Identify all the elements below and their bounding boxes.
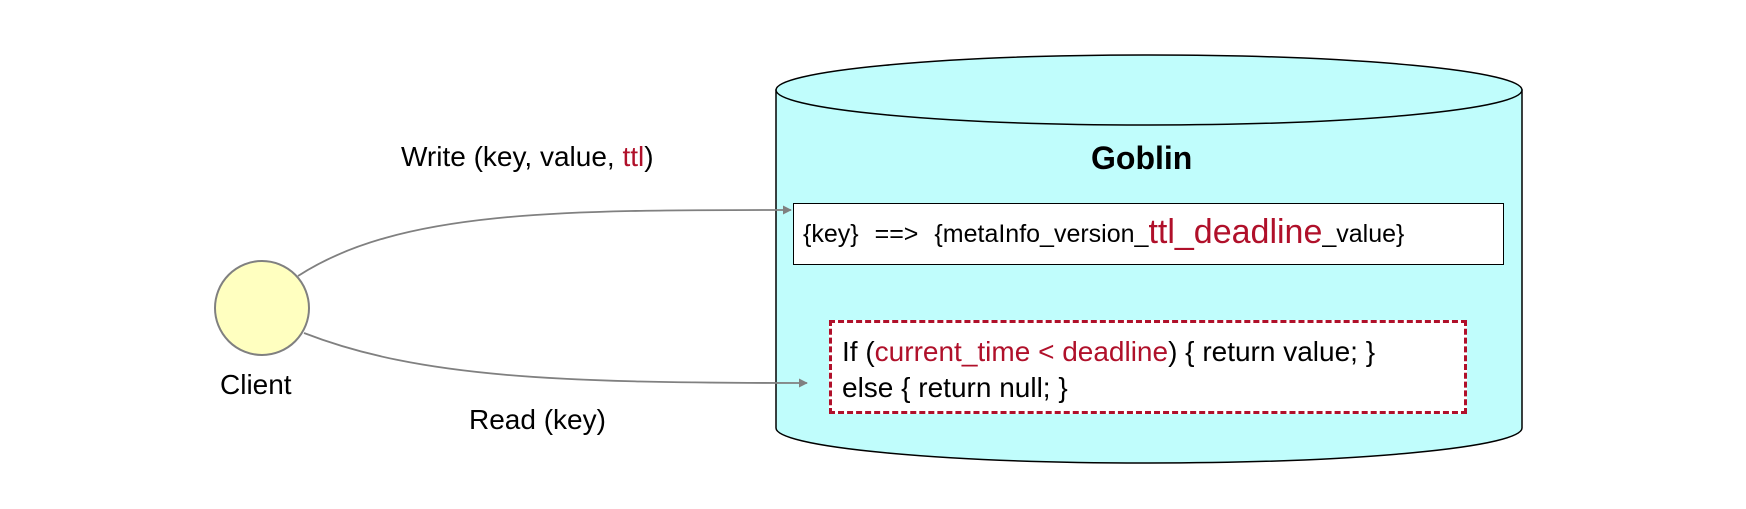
logic-if-line: If (current_time < deadline) { return va… [842, 334, 1464, 370]
logic-if-suffix: ) { return value; } [1168, 336, 1376, 367]
read-edge-label: Read (key) [469, 404, 606, 435]
store-title: Goblin [1091, 140, 1193, 176]
write-label-suffix: ) [644, 141, 654, 172]
kv-ttl-deadline: ttl_deadline [1148, 213, 1323, 251]
write-label-ttl: ttl [622, 141, 645, 172]
client-label: Client [220, 369, 292, 400]
logic-else-line: else { return null; } [842, 372, 1068, 403]
kv-arrow: ==> [874, 219, 919, 248]
logic-if-prefix: If ( [842, 336, 875, 367]
cylinder-top [775, 54, 1523, 126]
write-arrow [297, 205, 792, 277]
kv-value-suffix: _value} [1322, 219, 1405, 248]
client-node [214, 260, 310, 356]
logic-condition: current_time < deadline [874, 336, 1169, 367]
kv-format-box: {key} ==> {metaInfo_version_ttl_deadline_v… [793, 203, 1504, 265]
write-edge-label: Write (key, value, ttl) [401, 143, 654, 171]
write-label-prefix: Write (key, value, [401, 141, 623, 172]
kv-key: {key} [803, 219, 859, 248]
expiry-logic-box: If (current_time < deadline) { return va… [829, 320, 1467, 414]
read-arrow [303, 332, 808, 388]
kv-value-prefix: {metaInfo_version_ [934, 219, 1149, 248]
